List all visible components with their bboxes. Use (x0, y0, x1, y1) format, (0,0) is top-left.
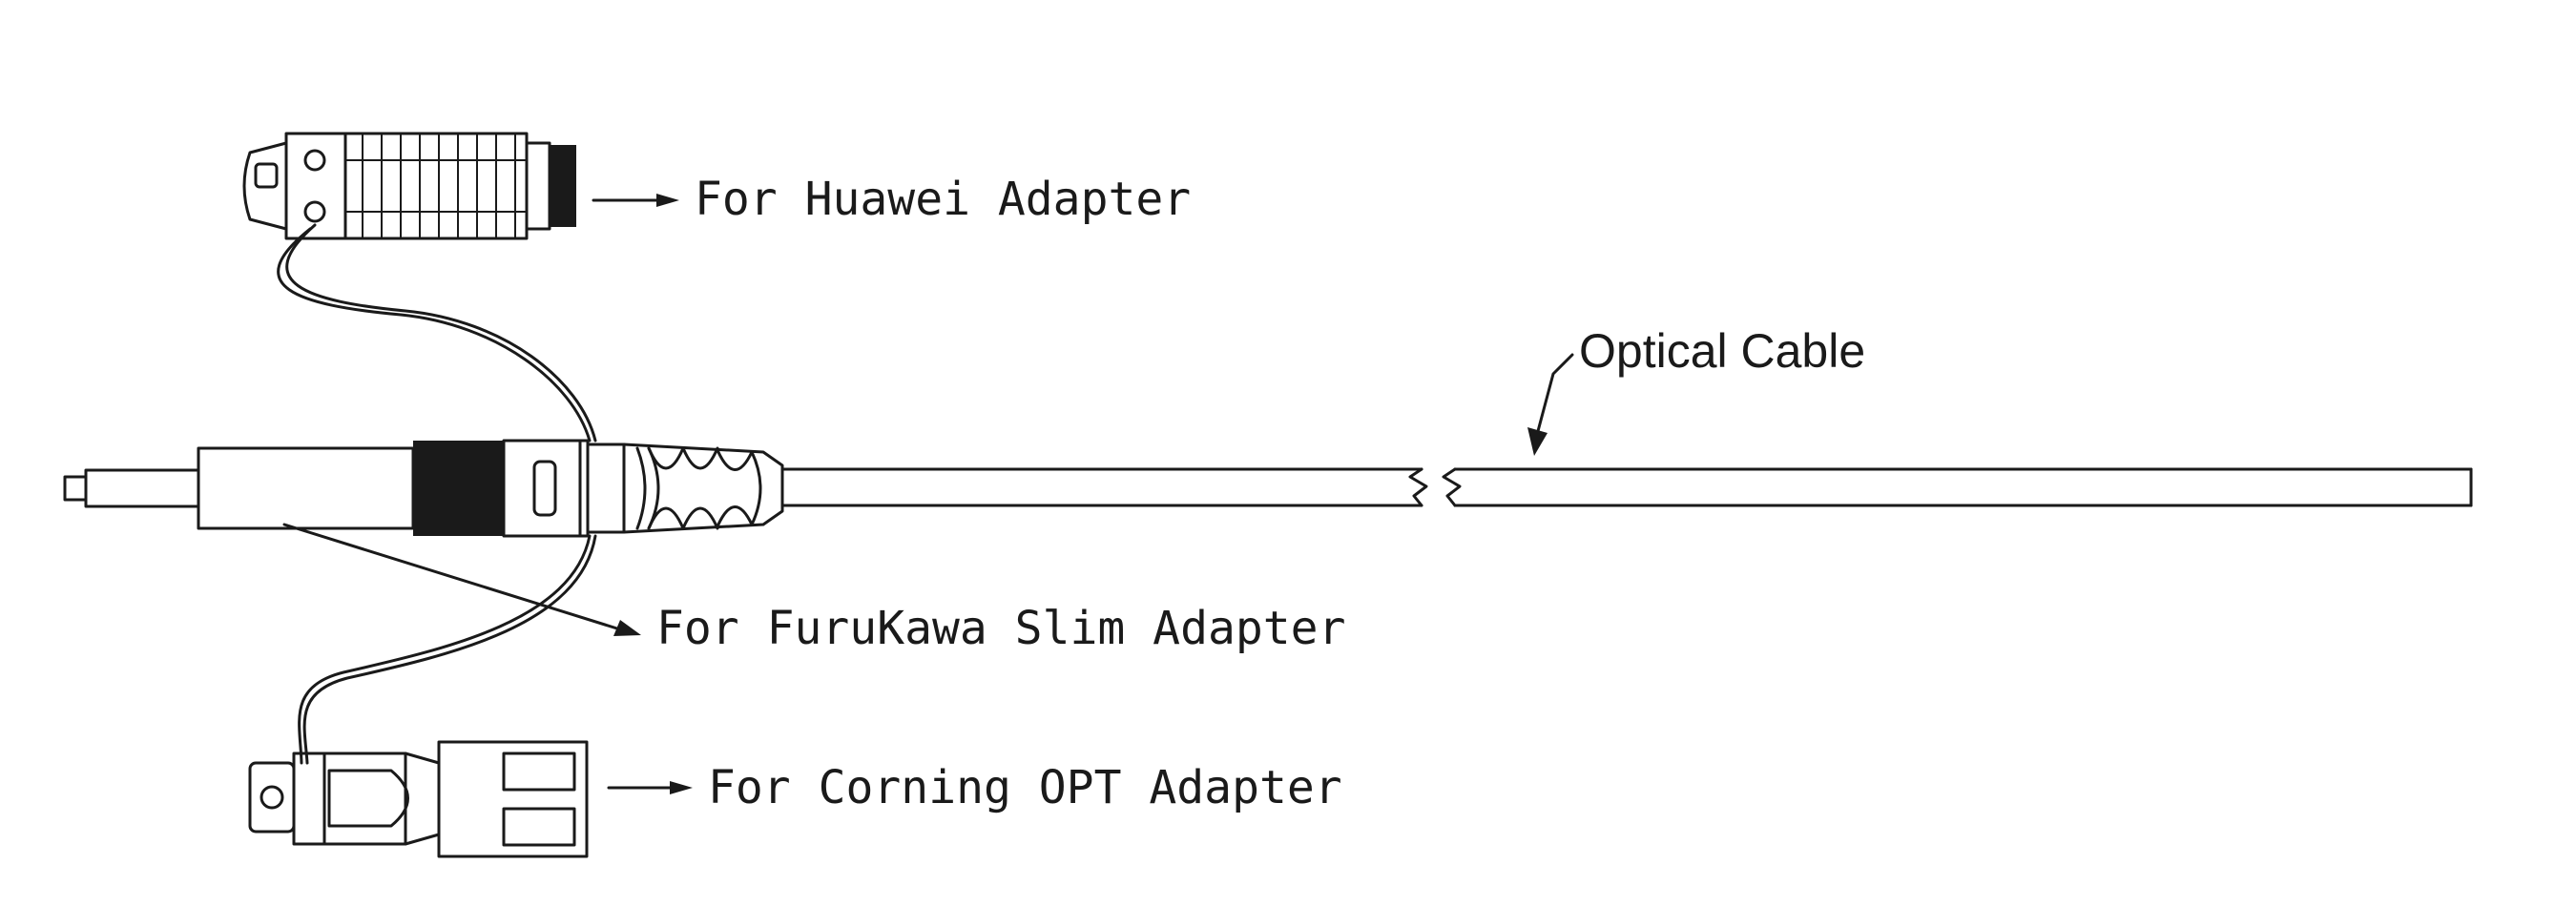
connector-boot (622, 443, 784, 534)
optical-cable-arrow (1527, 353, 1574, 456)
optical-cable (780, 467, 2473, 507)
corning-label: For Corning OPT Adapter (708, 761, 1342, 814)
huawei-label: For Huawei Adapter (695, 173, 1191, 226)
corning-arrow (607, 781, 693, 794)
tether-lanyard (277, 223, 597, 765)
furukawa-connector (63, 439, 784, 538)
furukawa-arrow (282, 523, 641, 636)
optical-cable-label: Optical Cable (1579, 324, 1865, 378)
furukawa-label: For FuruKawa Slim Adapter (656, 602, 1345, 655)
corning-connector (248, 740, 589, 858)
huawei-arrow (592, 194, 679, 207)
huawei-connector (242, 132, 576, 240)
